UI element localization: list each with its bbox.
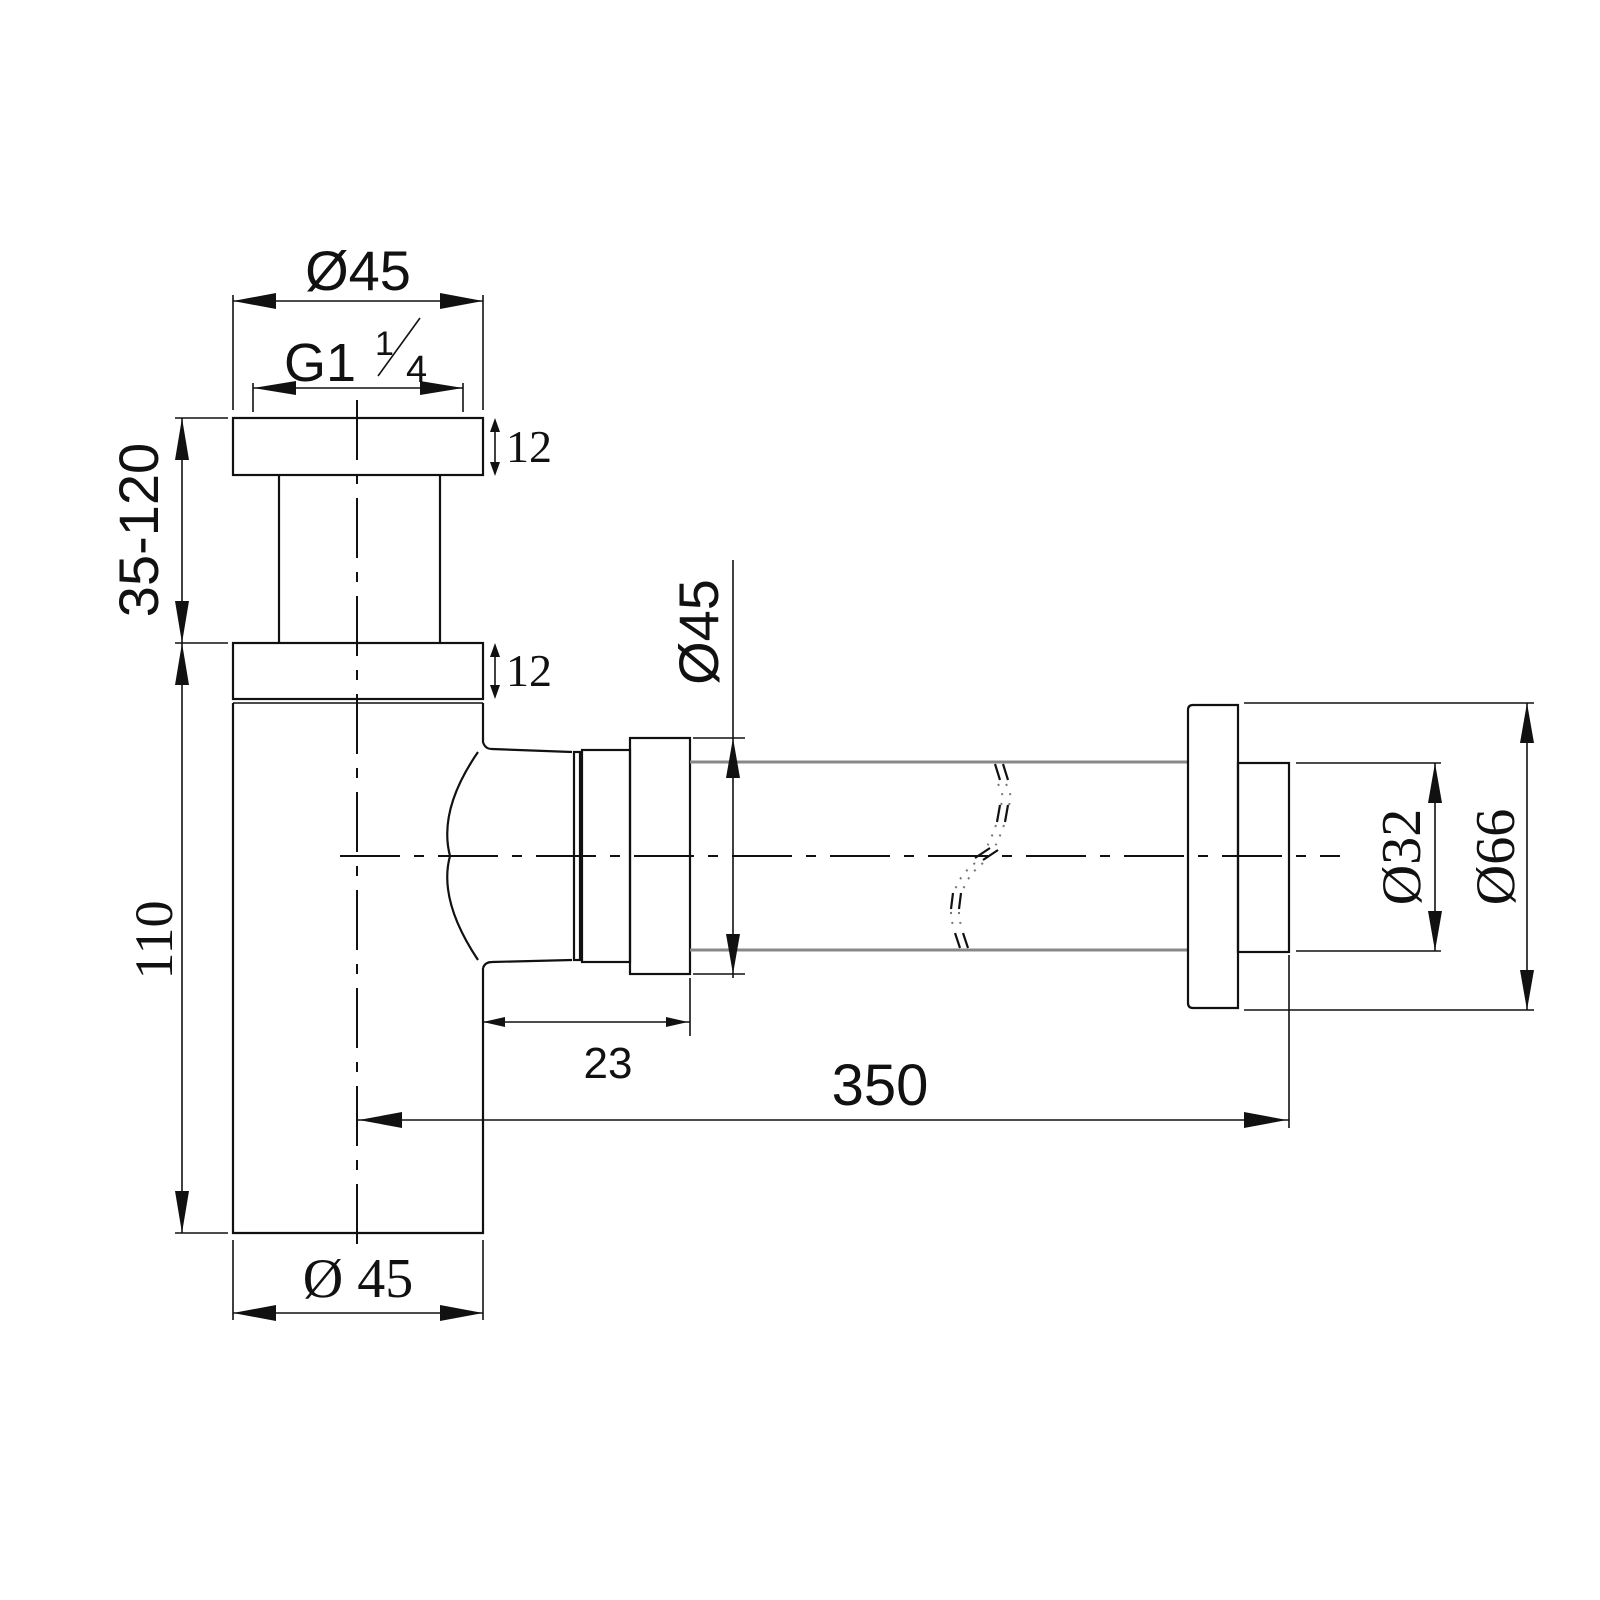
- thread-fraction-num: 1: [375, 325, 394, 363]
- rosette-diameter-label: Ø66: [1465, 809, 1527, 905]
- dim-pipe-diameter: Ø32: [1296, 762, 1442, 952]
- top-thickness-label: 12: [506, 421, 552, 472]
- total-length-label: 350: [832, 1053, 929, 1118]
- pipe-diameter-label: Ø32: [1371, 809, 1433, 905]
- adjustable-height-label: 35-120: [107, 443, 170, 617]
- outlet-diameter-label: Ø45: [667, 579, 730, 685]
- body-diameter-label: Ø 45: [303, 1248, 413, 1310]
- dim-outlet-diameter: Ø45: [667, 560, 745, 978]
- thread-label: G1: [284, 333, 356, 393]
- top-diameter-label: Ø45: [305, 239, 411, 302]
- outlet-pipe: [690, 760, 1188, 952]
- center-lines: [340, 400, 1340, 1250]
- outlet-offset-label: 23: [584, 1039, 633, 1088]
- dim-top-diameter: Ø45: [232, 239, 484, 410]
- trap-body: [231, 703, 573, 1235]
- dim-total-length: 350: [357, 955, 1290, 1128]
- dim-body-diameter: Ø 45: [232, 1240, 484, 1321]
- dim-body-height: 110: [124, 643, 228, 1234]
- dim-rosette-diameter: Ø66: [1244, 702, 1534, 1011]
- stem: [277, 475, 442, 643]
- dim-adjustable-height: 35-120: [107, 417, 228, 644]
- body-height-label: 110: [124, 901, 184, 980]
- lower-thickness-label: 12: [506, 645, 552, 696]
- dim-top-thickness: 12: [490, 418, 552, 476]
- thread-fraction-den: 4: [406, 349, 427, 391]
- dim-outlet-offset: 23: [482, 975, 691, 1140]
- wall-rosette: [1186, 703, 1291, 1010]
- dim-thread: G1 1 4: [252, 317, 464, 412]
- dim-lower-thickness: 12: [490, 643, 552, 699]
